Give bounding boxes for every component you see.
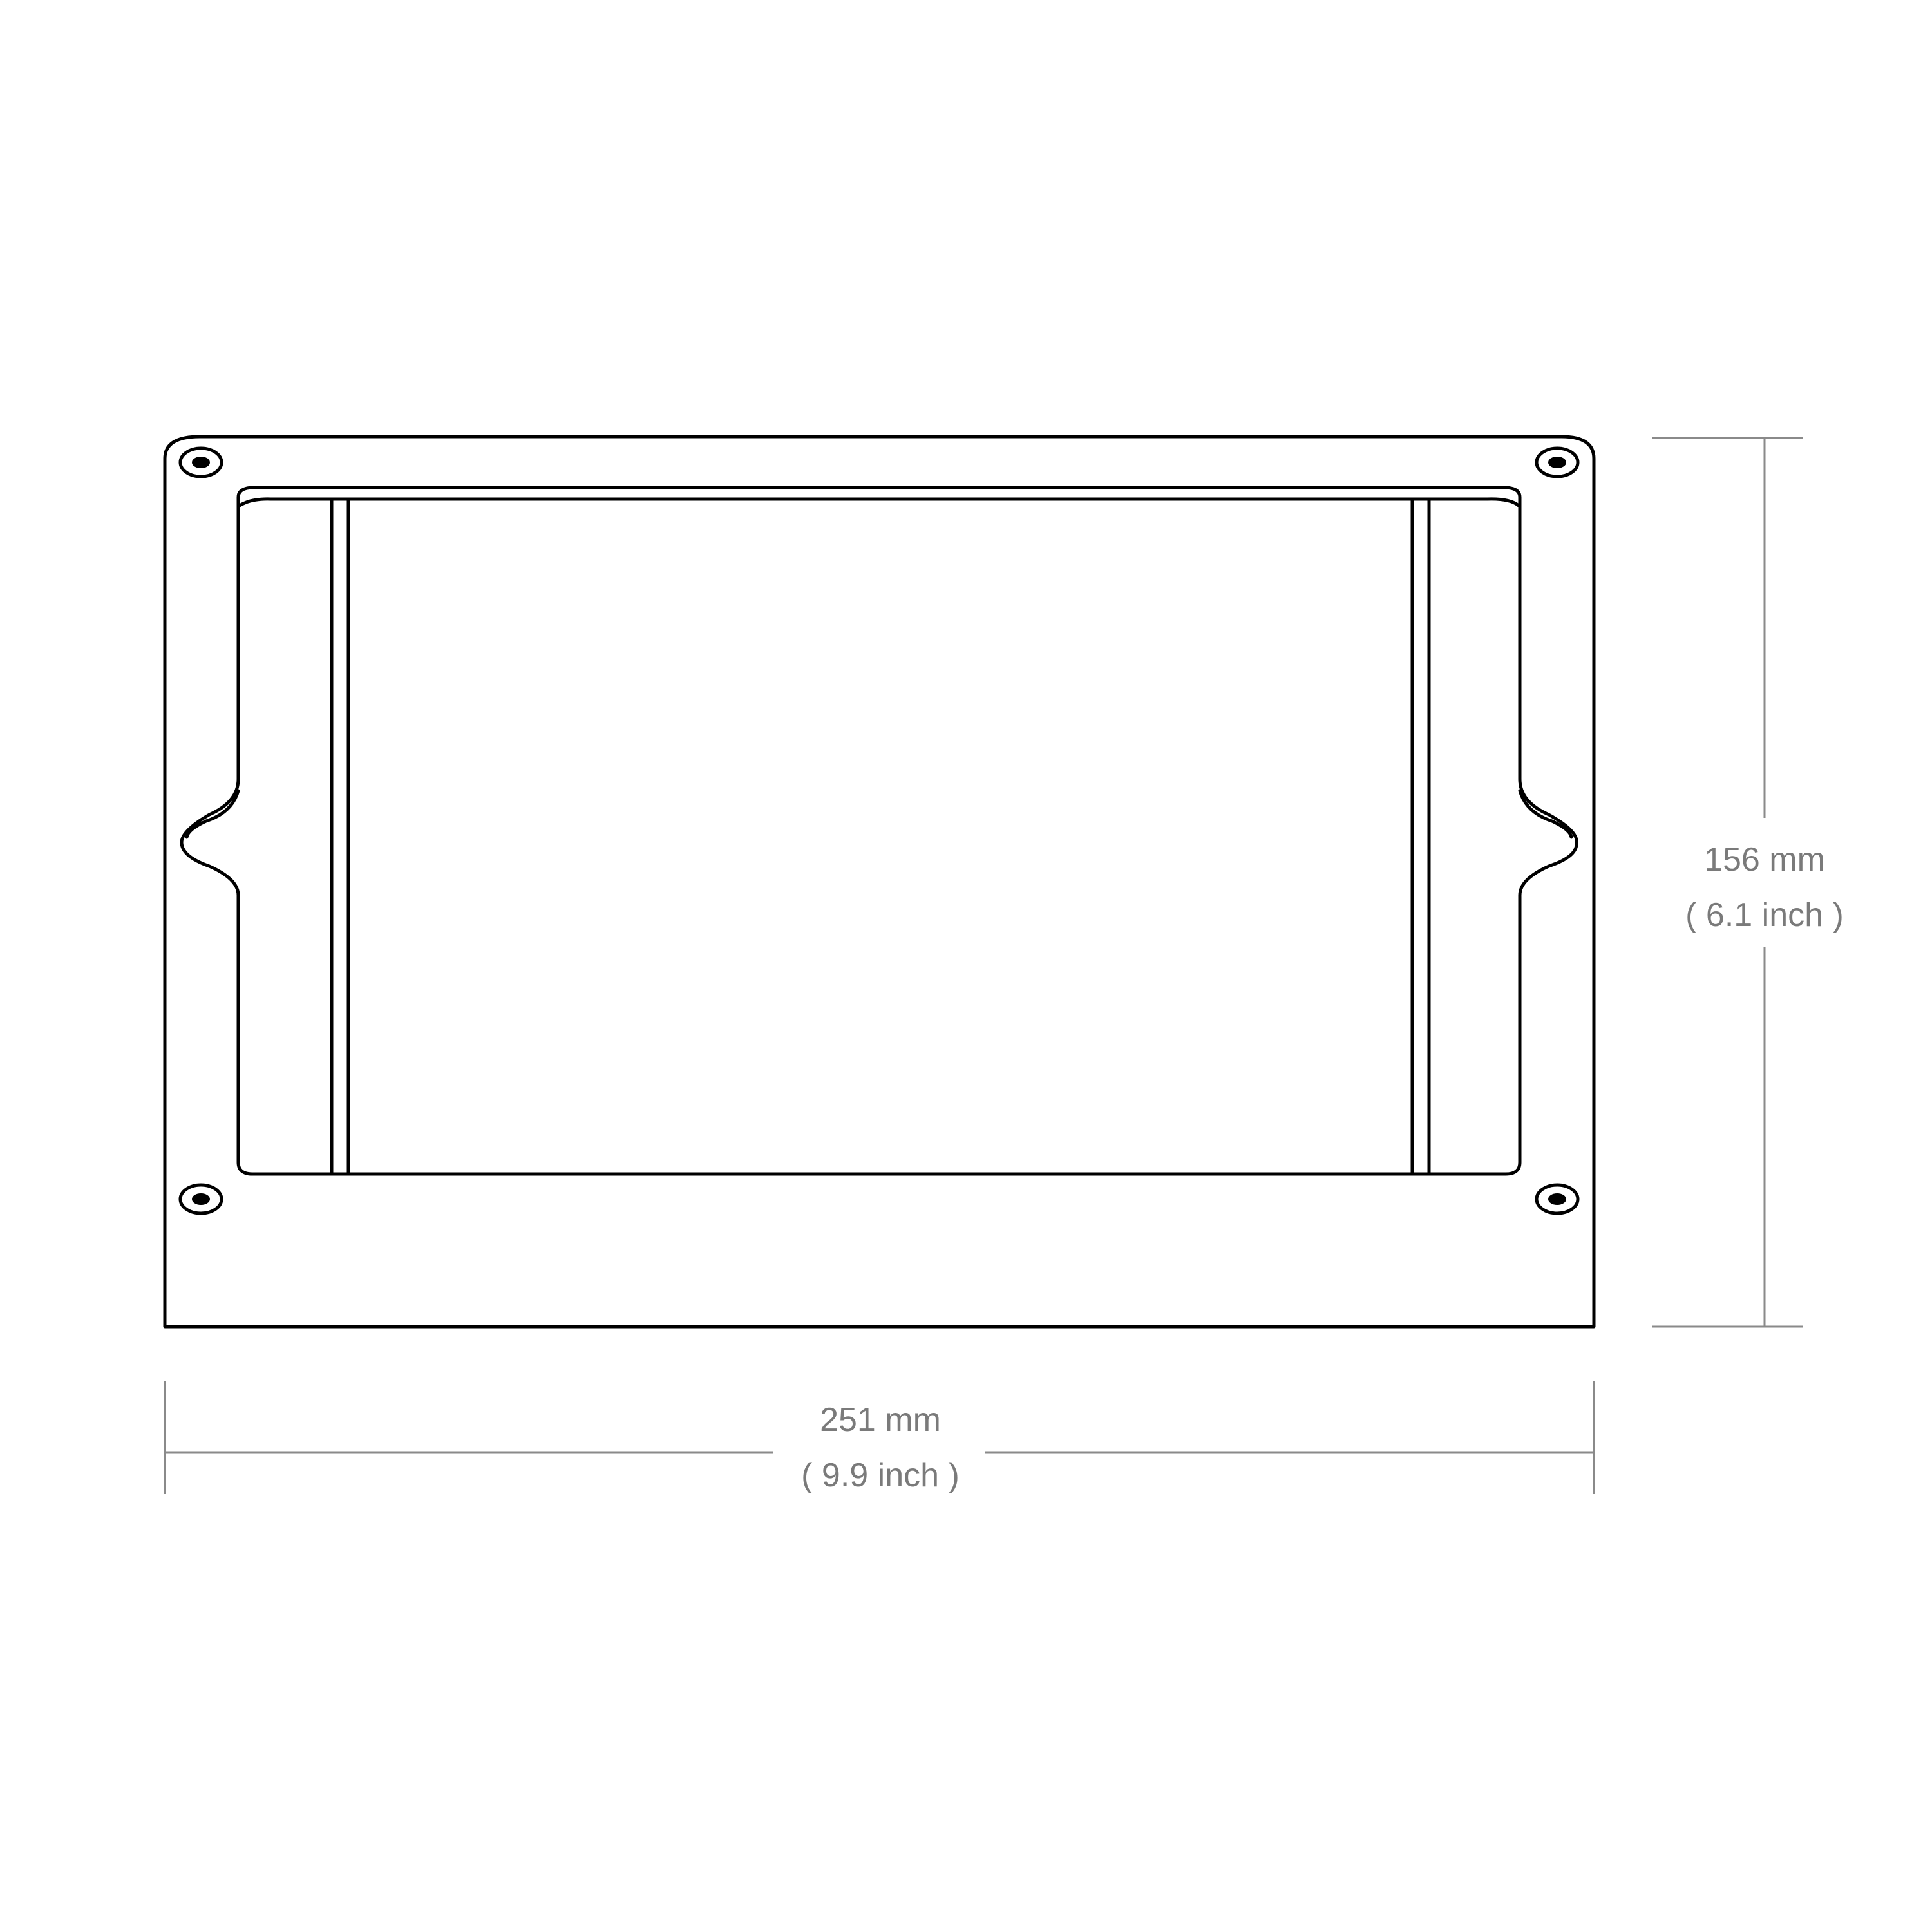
- screw-hole-bottom-left: [178, 1183, 223, 1215]
- outer-plate: [163, 435, 1596, 1329]
- screw-hole-top-left: [178, 446, 223, 478]
- screw-hole-bottom-right: [1535, 1183, 1580, 1215]
- screw-hole-top-right: [1535, 446, 1580, 478]
- height-imperial-label: ( 6.1 inch ): [1685, 896, 1844, 934]
- left-notch-depth-line: [185, 789, 240, 839]
- height-dimension: 156 mm ( 6.1 inch ): [1652, 437, 1844, 1328]
- inner-recess-outline: [180, 486, 1578, 1176]
- width-imperial-label: ( 9.9 inch ): [801, 1457, 960, 1494]
- recess-top-lip: [238, 497, 1520, 507]
- width-metric-label: 251 mm: [820, 1401, 941, 1439]
- height-metric-label: 156 mm: [1704, 841, 1825, 878]
- right-notch-depth-line: [1518, 789, 1573, 839]
- width-dimension: 251 mm ( 9.9 inch ): [164, 1381, 1595, 1494]
